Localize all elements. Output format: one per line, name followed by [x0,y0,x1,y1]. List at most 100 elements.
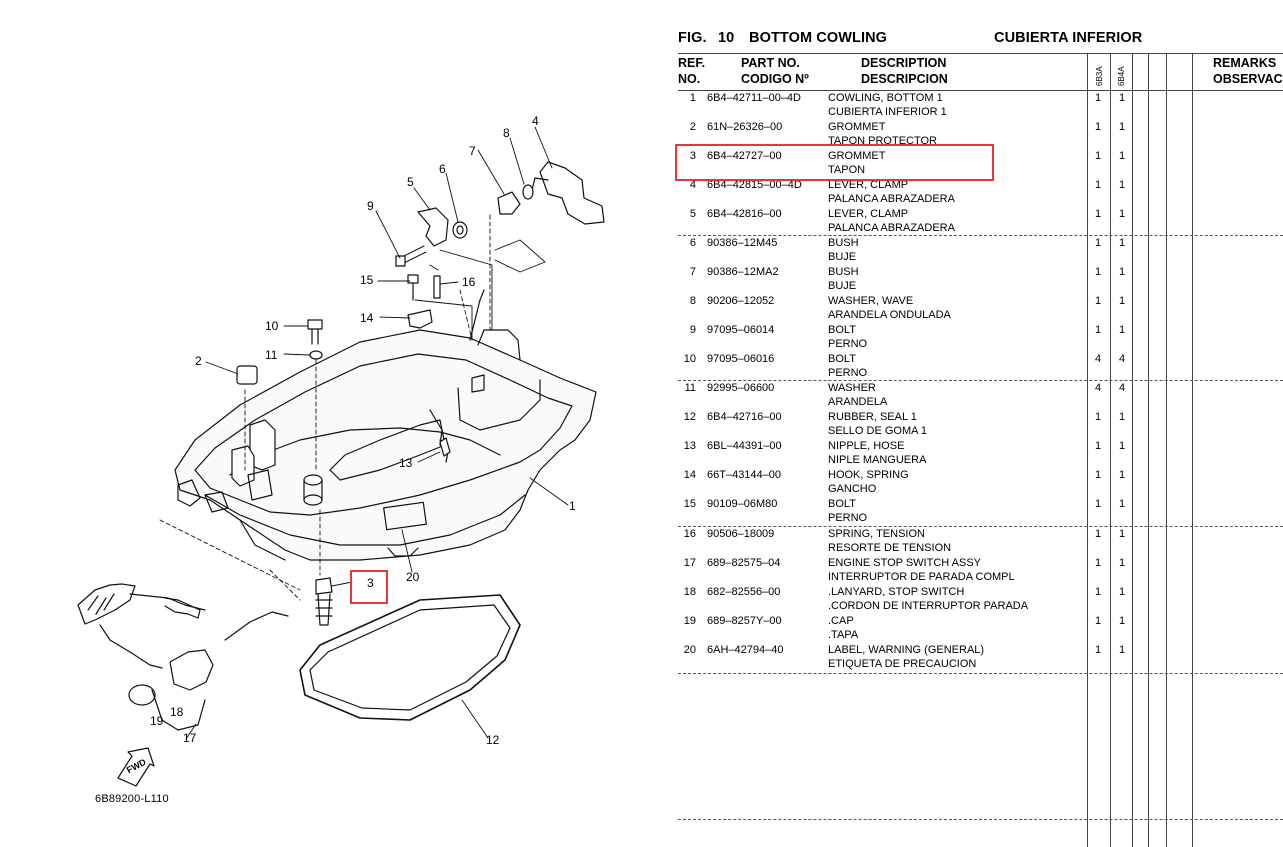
row-qty-6b3a: 1 [1094,644,1102,656]
row-ref: 20 [683,644,696,656]
row-group-divider [678,380,1283,381]
table-row: 1 6B4–42711–00–4D COWLING, BOTTOM 1 CUBI… [678,91,1283,120]
exploded-parts-diagram: 4 8 7 6 5 9 15 16 14 10 11 2 13 1 20 3 1… [77,115,605,805]
header-no: NO. [678,72,701,86]
row-description: NIPPLE, HOSE [828,440,905,452]
row-description: .LANYARD, STOP SWITCH [828,586,965,598]
col-rule-2 [1110,53,1111,847]
row-part-no: 6BL–44391–00 [707,440,782,452]
row-ref: 13 [683,440,696,452]
callout-5: 5 [407,175,414,189]
col-rule-4 [1148,53,1149,847]
callout-20: 20 [406,570,420,584]
callout-6: 6 [439,162,446,176]
row-ref: 3 [689,150,696,162]
table-row: 8 90206–12052 WASHER, WAVE ARANDELA ONDU… [678,294,1283,323]
row-description: BOLT [828,324,856,336]
col-rule-1 [1087,53,1088,847]
row-qty-6b4a: 4 [1118,382,1126,394]
col-rule-3 [1132,53,1133,847]
row-part-no: 689–82575–04 [707,557,781,569]
row-qty-6b3a: 1 [1094,92,1102,104]
guide-lines [159,214,491,601]
table-row: 14 66T–43144–00 HOOK, SPRING GANCHO 1 1 [678,468,1283,497]
row-group-divider [678,235,1283,236]
row-qty-6b3a: 1 [1094,150,1102,162]
row-qty-6b4a: 1 [1118,237,1126,249]
row-qty-6b3a: 1 [1094,295,1102,307]
row-description: BOLT [828,498,856,510]
row-qty-6b3a: 1 [1094,498,1102,510]
row-part-no: 90386–12MA2 [707,266,779,278]
header-part-no: PART NO. [741,56,800,70]
table-row: 13 6BL–44391–00 NIPPLE, HOSE NIPLE MANGU… [678,439,1283,468]
row-ref: 6 [689,237,696,249]
row-description: .CAP [828,615,854,627]
row-descripcion: PERNO [828,511,868,524]
row-qty-6b4a: 1 [1118,411,1126,423]
row-part-no: 682–82556–00 [707,586,781,598]
page-bottom-divider [678,819,1283,820]
row-qty-6b3a: 1 [1094,208,1102,220]
fig-title-en: BOTTOM COWLING [749,30,888,46]
row-descripcion: SELLO DE GOMA 1 [828,424,928,437]
row-ref: 4 [689,179,696,191]
table-row: 4 6B4–42815–00–4D LEVER, CLAMP PALANCA A… [678,178,1283,207]
header-codigo: CODIGO Nº [741,72,809,86]
table-row: 10 97095–06016 BOLT PERNO 4 4 [678,352,1283,381]
callout-8: 8 [503,126,510,140]
row-qty-6b4a: 1 [1118,498,1126,510]
fwd-arrow-shape [117,747,155,787]
callout-10: 10 [265,319,279,333]
row-part-no: 90386–12M45 [707,237,778,249]
row-qty-6b4a: 1 [1118,557,1126,569]
row-descripcion: PERNO [828,337,868,350]
row-descripcion: TAPON PROTECTOR [828,134,937,147]
row-descripcion: PERNO [828,366,868,379]
leader-lines [185,126,569,740]
fig-number: 10 [718,30,735,46]
row-description: ENGINE STOP SWITCH ASSY [828,557,982,569]
fig-label: FIG. [678,30,707,46]
row-descripcion: NIPLE MANGUERA [828,453,927,466]
row-part-no: 6B4–42711–00–4D [707,92,801,104]
row-description: LABEL, WARNING (GENERAL) [828,644,985,656]
table-row: 16 90506–18009 SPRING, TENSION RESORTE D… [678,527,1283,556]
row-ref: 15 [683,498,696,510]
row-descripcion: BUJE [828,279,857,292]
row-descripcion: .TAPA [828,628,859,641]
row-qty-6b4a: 1 [1118,586,1126,598]
row-descripcion: ARANDELA ONDULADA [828,308,951,321]
row-qty-6b4a: 1 [1118,615,1126,627]
row-part-no: 97095–06014 [707,324,775,336]
row-qty-6b3a: 1 [1094,121,1102,133]
row-ref: 11 [684,382,696,394]
header-model-6b3a: 6B3A [1095,66,1104,86]
fig-title-es: CUBIERTA INFERIOR [994,30,1143,46]
row-descripcion: BUJE [828,250,857,263]
row-qty-6b4a: 1 [1118,469,1126,481]
table-row: 17 689–82575–04 ENGINE STOP SWITCH ASSY … [678,556,1283,585]
header-ref: REF. [678,56,706,70]
row-description: GROMMET [828,121,886,133]
row-descripcion: GANCHO [828,482,877,495]
parts-list-sheet: FIG. 10 BOTTOM COWLING CUBIERTA INFERIOR… [675,0,1283,847]
row-description: GROMMET [828,150,886,162]
row-qty-6b4a: 1 [1118,440,1126,452]
row-part-no: 6AH–42794–40 [707,644,784,656]
row-descripcion: CUBIERTA INFERIOR 1 [828,105,947,118]
row-descripcion: ARANDELA [828,395,888,408]
row-qty-6b3a: 1 [1094,179,1102,191]
row-part-no: 689–8257Y–00 [707,615,782,627]
row-part-no: 6B4–42727–00 [707,150,782,162]
row-description: BOLT [828,353,856,365]
row-descripcion: RESORTE DE TENSION [828,541,952,554]
table-row: 20 6AH–42794–40 LABEL, WARNING (GENERAL)… [678,643,1283,672]
row-qty-6b4a: 1 [1118,266,1126,278]
row-ref: 2 [689,121,696,133]
row-part-no: 90506–18009 [707,528,775,540]
row-part-no: 92995–06600 [707,382,775,394]
row-group-divider [678,673,1283,674]
callout-19: 19 [150,714,164,728]
row-description: WASHER [828,382,876,394]
